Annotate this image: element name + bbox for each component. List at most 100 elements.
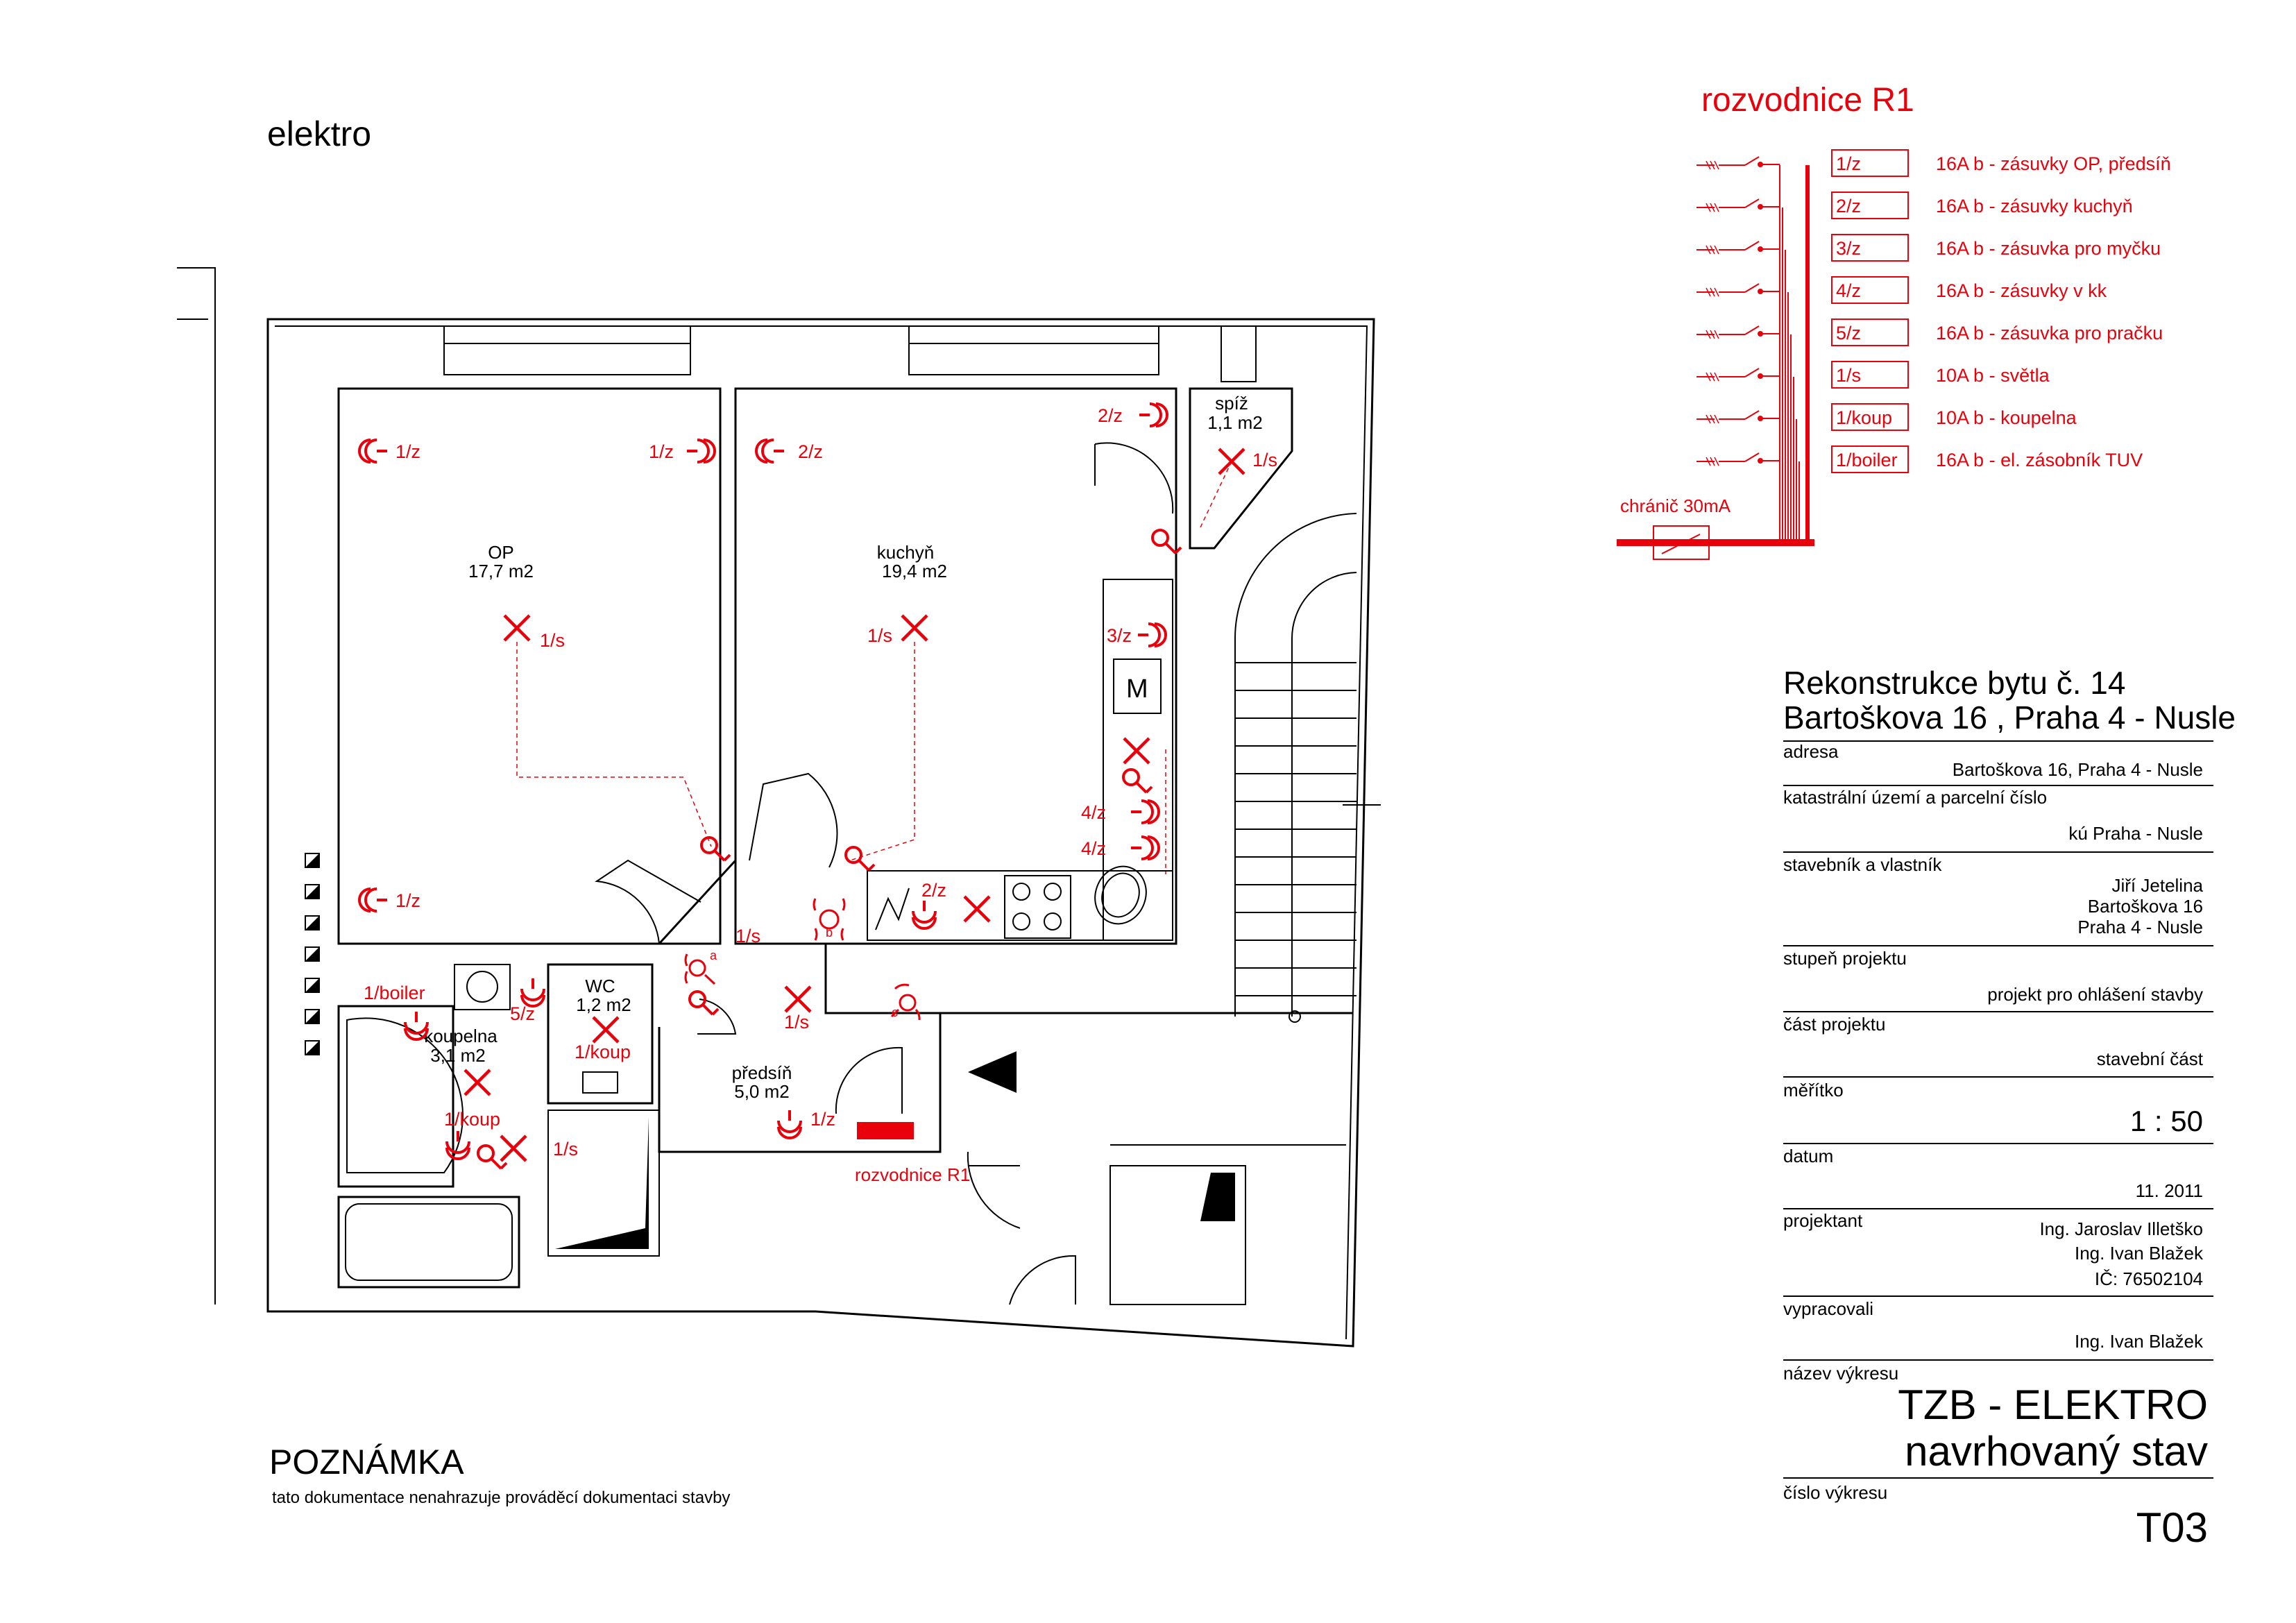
cadastral-value: kú Praha - Nusle xyxy=(2068,823,2203,844)
circuit-breaker-symbol xyxy=(1696,156,1780,170)
title-block: Rekonstrukce bytu č. 14 Bartoškova 16 , … xyxy=(1783,665,2236,1551)
circuit-breaker-symbol xyxy=(1696,368,1780,382)
rcd-box xyxy=(1653,525,1710,560)
socket-bath-label: 1/koup xyxy=(444,1109,500,1130)
sheet-title: elektro xyxy=(267,114,371,153)
light-op-label: 1/s xyxy=(540,630,565,651)
wiring-op xyxy=(516,642,712,847)
switch-hall-b xyxy=(813,898,846,941)
circuit-code-box xyxy=(1831,403,1909,431)
bath-corner-shower xyxy=(346,1017,464,1173)
project-line1: Rekonstrukce bytu č. 14 xyxy=(1783,665,2125,701)
prepared-value: Ing. Ivan Blažek xyxy=(2075,1331,2204,1352)
circuit-code-box xyxy=(1831,276,1909,304)
circuit-code: 5/z xyxy=(1836,323,1861,343)
room-bath-outline xyxy=(337,1005,454,1188)
socket-kitchen-4 xyxy=(1137,622,1167,647)
panel-circuit-row: 4/z 16A b - zásuvky v kk xyxy=(1696,276,2107,543)
circuit-description: 10A b - koupelna xyxy=(1936,407,2077,428)
light-op xyxy=(504,615,529,640)
socket-wc-label: 1/koup xyxy=(575,1042,631,1062)
circuit-description: 16A b - zásuvky v kk xyxy=(1936,280,2107,301)
room-kitchen-outline xyxy=(734,387,1177,945)
light-bath xyxy=(465,1070,490,1095)
address-label: adresa xyxy=(1783,741,1839,762)
circuit-breaker-symbol xyxy=(1696,198,1780,212)
socket-kitchen-2 xyxy=(1138,402,1168,427)
room-hall-area: 5,0 m2 xyxy=(734,1081,790,1102)
room-wc-outline xyxy=(547,963,654,1105)
socket-op-3-label: 1/z xyxy=(396,890,420,911)
address-value: Bartoškova 16, Praha 4 - Nusle xyxy=(1953,759,2203,780)
light-hall-1-label: 1/s xyxy=(784,1012,809,1033)
light-wc xyxy=(593,1017,618,1042)
light-kitchen-label: 1/s xyxy=(867,625,892,646)
circuit-breaker-symbol xyxy=(1696,452,1780,466)
rcd-contact xyxy=(1661,534,1701,554)
circuit-breaker-symbol xyxy=(1696,241,1780,255)
distribution-board xyxy=(857,1122,914,1139)
designer-line2: Ing. Ivan Blažek xyxy=(2075,1243,2204,1264)
vent-hatches xyxy=(305,853,320,1055)
circuit-code-box xyxy=(1831,234,1909,262)
kitchen-counter-bottom xyxy=(867,870,1173,941)
circuit-breaker-symbol xyxy=(1696,283,1780,297)
electro-layer: 1/z 1/z 1/z 1/s 2/z 2/z 2/z 3/z 4/z 4/z … xyxy=(358,402,1277,1185)
socket-kitchen-6 xyxy=(1130,835,1160,860)
room-wc-name: WC xyxy=(585,976,615,996)
scale-label: měřítko xyxy=(1783,1080,1844,1101)
circuit-description: 16A b - zásuvky kuchyň xyxy=(1936,196,2133,216)
part-value: stavební část xyxy=(2097,1048,2204,1069)
wc-bowl xyxy=(582,1071,618,1094)
landing xyxy=(939,1013,1346,1152)
designer-line1: Ing. Jaroslav Illetško xyxy=(2039,1218,2203,1239)
designer-label: projektant xyxy=(1783,1210,1863,1231)
room-pantry-area: 1,1 m2 xyxy=(1207,412,1263,433)
shaft xyxy=(547,1110,660,1257)
staircase xyxy=(1234,513,1381,1023)
scale-value: 1 : 50 xyxy=(2130,1105,2203,1137)
room-kitchen-name: kuchyň xyxy=(877,542,934,563)
socket-op-1 xyxy=(358,439,389,464)
neighbour-outline xyxy=(177,267,216,1305)
note: POZNÁMKA tato dokumentace nenahrazuje pr… xyxy=(269,1443,730,1507)
room-op-area: 17,7 m2 xyxy=(468,561,534,581)
circuit-code-box xyxy=(1831,445,1909,473)
circuit-code-box xyxy=(1831,192,1909,219)
designer-line3: IČ: 76502104 xyxy=(2095,1268,2203,1289)
light-kitchen-counter xyxy=(1124,738,1149,763)
socket-washer-label: 5/z xyxy=(510,1003,535,1024)
prepared-label: vypracovali xyxy=(1783,1298,1873,1319)
circuit-code-box xyxy=(1831,149,1909,177)
circuit-code: 3/z xyxy=(1836,238,1861,259)
hall-walls xyxy=(658,859,1353,1153)
circuit-code: 1/z xyxy=(1836,153,1861,174)
socket-kitchen-3-label: 2/z xyxy=(921,880,946,901)
socket-kitchen-1 xyxy=(755,439,785,464)
light-pantry-label: 1/s xyxy=(1252,450,1277,470)
circuit-description: 10A b - světla xyxy=(1936,365,2050,386)
switch-hall-a-label: a xyxy=(710,949,717,962)
entrance-arrow xyxy=(968,1051,1017,1093)
floor-plan: M xyxy=(177,267,1381,1348)
microwave-box xyxy=(1113,658,1162,714)
socket-kitchen-6-label: 4/z xyxy=(1081,838,1106,859)
panel-title: rozvodnice R1 xyxy=(1701,82,1914,119)
light-kitchen xyxy=(902,615,927,640)
room-wc-area: 1,2 m2 xyxy=(576,994,631,1015)
socket-op-2-label: 1/z xyxy=(649,441,674,462)
distribution-board-label: rozvodnice R1 xyxy=(855,1164,970,1185)
bathtub-inner xyxy=(345,1203,513,1281)
circuit-breaker-symbol xyxy=(1696,325,1780,339)
stage-value: projekt pro ohlášení stavby xyxy=(1987,984,2203,1005)
part-label: část projektu xyxy=(1783,1014,1885,1035)
shaft-fill xyxy=(555,1117,649,1249)
date-value: 11. 2011 xyxy=(2136,1180,2203,1201)
socket-op-1-label: 1/z xyxy=(396,441,420,462)
socket-hall xyxy=(777,1109,802,1139)
circuit-code: 4/z xyxy=(1836,280,1861,301)
